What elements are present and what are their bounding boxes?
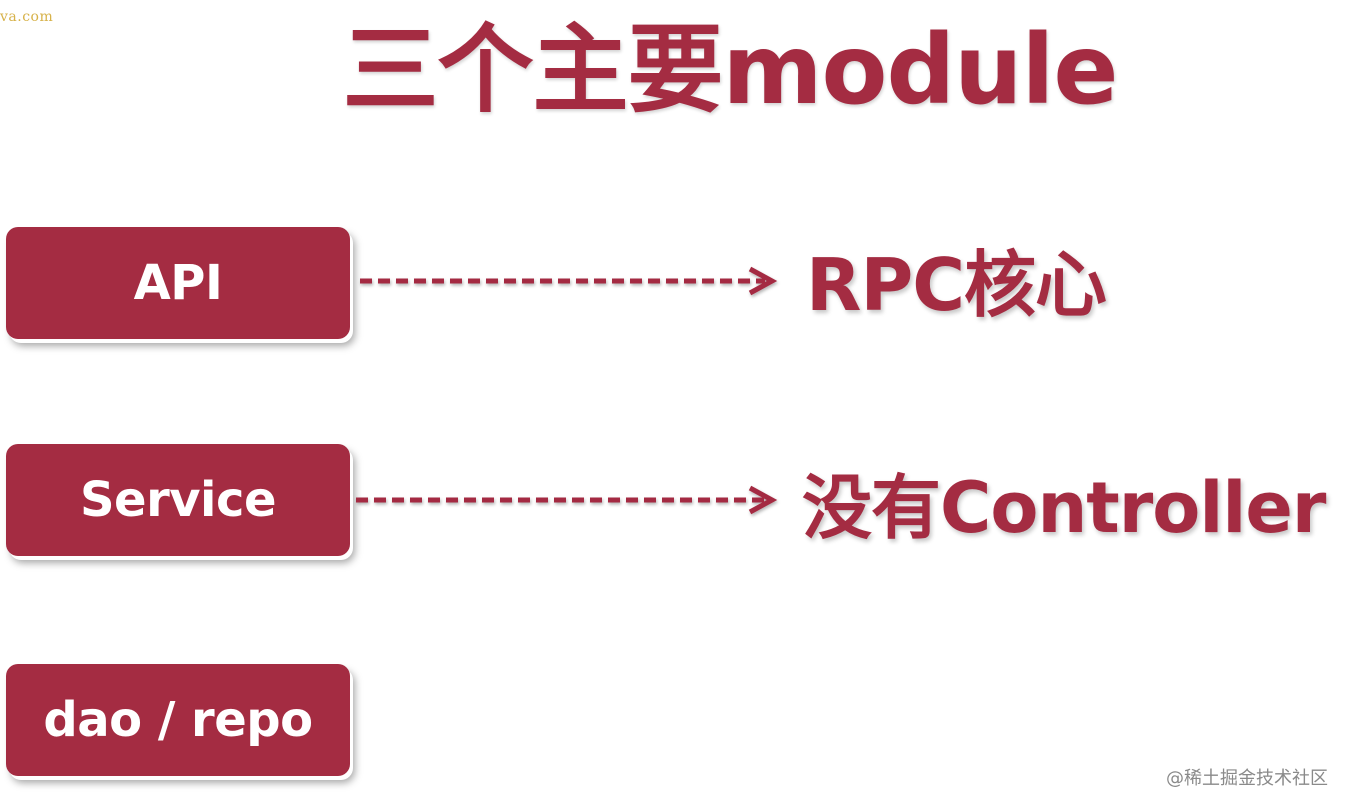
corner-partial-url: va.com xyxy=(0,9,54,25)
module-label-service: Service xyxy=(79,472,277,528)
module-label-dao-repo: dao / repo xyxy=(43,692,313,748)
module-label-api: API xyxy=(133,255,223,311)
dashed-arrow-api xyxy=(360,266,778,296)
description-api: RPC核心 xyxy=(806,243,1107,327)
module-box-dao-repo: dao / repo xyxy=(6,664,350,776)
watermark: @稀土掘金技术社区 xyxy=(1166,768,1328,789)
module-box-api: API xyxy=(6,227,350,339)
page-title: 三个主要module xyxy=(342,14,1118,126)
dashed-arrow-service xyxy=(356,485,778,515)
module-box-service: Service xyxy=(6,444,350,556)
description-service: 没有Controller xyxy=(802,467,1326,549)
